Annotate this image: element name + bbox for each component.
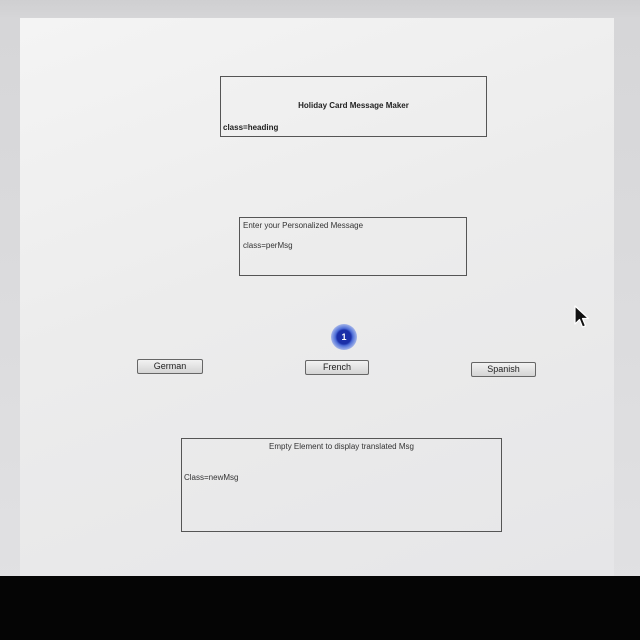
wireframe-page: Holiday Card Message Maker class=heading…	[20, 18, 614, 576]
monitor-bezel	[0, 576, 640, 640]
personalized-class-note: class=perMsg	[243, 241, 293, 250]
french-button[interactable]: French	[305, 360, 369, 375]
translated-message-label: Empty Element to display translated Msg	[269, 442, 414, 451]
step-badge-number: 1	[341, 332, 347, 342]
heading-box: Holiday Card Message Maker class=heading	[220, 76, 487, 137]
heading-class-note: class=heading	[223, 123, 279, 132]
arrow-pointer-icon	[574, 305, 590, 328]
translated-class-note: Class=newMsg	[184, 473, 239, 482]
personalized-message-field[interactable]: Enter your Personalized Message class=pe…	[239, 217, 467, 276]
heading-title: Holiday Card Message Maker	[298, 101, 409, 110]
step-badge: 1	[331, 324, 357, 350]
spanish-button[interactable]: Spanish	[471, 362, 536, 377]
translated-message-box: Empty Element to display translated Msg …	[181, 438, 502, 532]
german-button[interactable]: German	[137, 359, 203, 374]
personalized-message-label: Enter your Personalized Message	[243, 221, 364, 230]
